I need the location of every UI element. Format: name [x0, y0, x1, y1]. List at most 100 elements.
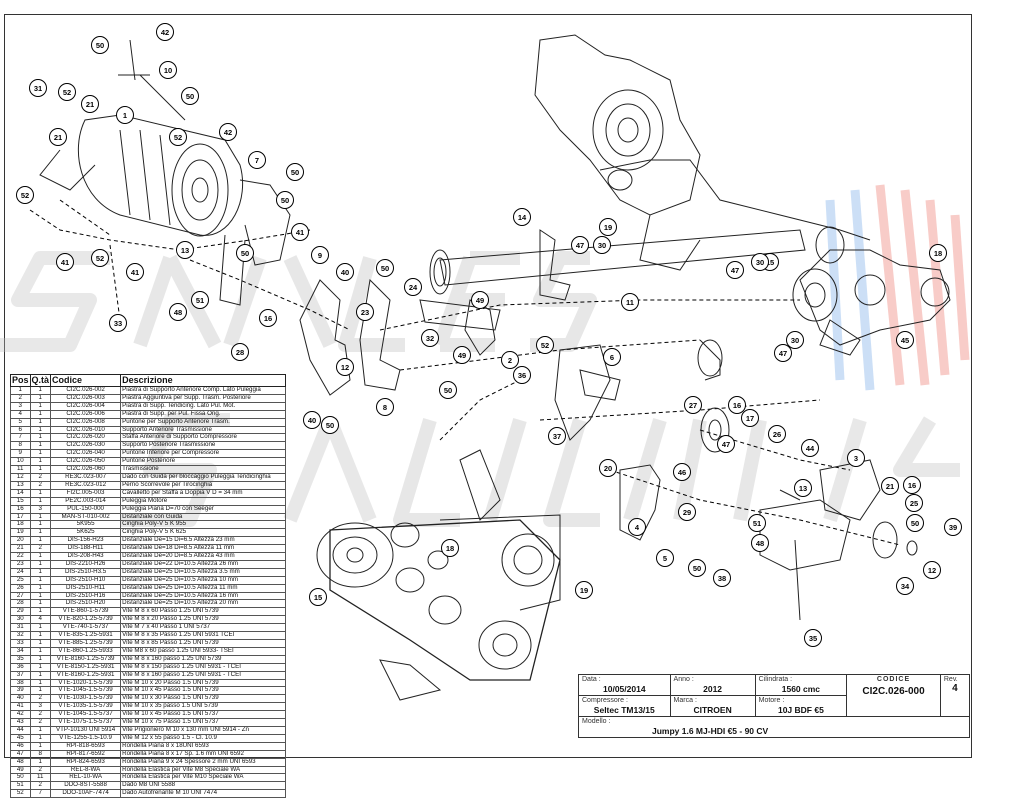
- row-qty: 1: [29, 449, 52, 459]
- callout-circle: [441, 539, 459, 557]
- callout-number: 39: [949, 523, 957, 532]
- row-descrizione: Rondella Elastica per Vite M8 Speciale W…: [120, 765, 286, 775]
- callout-circle: [303, 411, 321, 429]
- callout-number: 51: [753, 519, 761, 528]
- row-qty: 1: [29, 457, 52, 467]
- row-pos: 50: [10, 773, 31, 783]
- motore-label: Motore :: [758, 697, 785, 704]
- row-descrizione: Vite M 7 x 40 Passo 1 UNI 5737: [120, 623, 286, 633]
- row-descrizione: Vite M 8 x 160 passo 1.25 UNI 5931 - TCE…: [120, 670, 286, 680]
- callout-number: 16: [264, 314, 272, 323]
- row-qty: 1: [29, 607, 52, 617]
- part-callout-50: 50: [321, 416, 339, 434]
- callout-circle: [471, 291, 489, 309]
- part-callout-37: 37: [548, 427, 566, 445]
- part-callout-27: 27: [684, 396, 702, 414]
- row-codice: VTE-1255-1.5-10.9: [50, 733, 122, 743]
- row-qty: 11: [29, 773, 52, 783]
- row-qty: 8: [29, 749, 52, 759]
- callout-number: 15: [314, 593, 322, 602]
- callout-circle: [684, 396, 702, 414]
- row-pos: 52: [10, 789, 31, 798]
- part-callout-40: 40: [336, 263, 354, 281]
- part-callout-29: 29: [678, 503, 696, 521]
- part-callout-12: 12: [923, 561, 941, 579]
- row-qty: 1: [29, 425, 52, 435]
- callout-circle: [768, 425, 786, 443]
- part-callout-41: 41: [56, 253, 74, 271]
- row-pos: 30: [10, 615, 31, 625]
- callout-circle: [453, 346, 471, 364]
- row-qty: 1: [29, 654, 52, 664]
- part-callout-1: 1: [116, 106, 134, 124]
- callout-number: 26: [773, 430, 781, 439]
- row-qty: 1: [29, 512, 52, 522]
- callout-circle: [575, 581, 593, 599]
- callout-circle: [376, 398, 394, 416]
- callout-number: 14: [518, 213, 527, 222]
- callout-circle: [678, 503, 696, 521]
- part-callout-42: 42: [156, 23, 174, 41]
- callout-circle: [673, 463, 691, 481]
- callout-number: 50: [186, 92, 194, 101]
- row-codice: RPI-818-6593: [50, 741, 122, 751]
- row-codice: DDO-8ST-5588: [50, 781, 122, 791]
- callout-number: 40: [308, 416, 316, 425]
- row-qty: 1: [29, 528, 52, 538]
- callout-circle: [741, 409, 759, 427]
- callout-number: 11: [626, 298, 634, 307]
- row-pos: 32: [10, 631, 31, 640]
- callout-circle: [116, 106, 134, 124]
- callout-circle: [376, 259, 394, 277]
- part-callout-40: 40: [303, 411, 321, 429]
- part-callout-47: 47: [571, 236, 589, 254]
- callout-number: 36: [518, 371, 526, 380]
- row-descrizione: Vite M8 x 60 passo 1.25 UNI 5933- TSEI: [120, 646, 286, 656]
- row-pos: 31: [10, 623, 31, 633]
- part-callout-16: 16: [259, 309, 277, 327]
- part-callout-26: 26: [768, 425, 786, 443]
- marca-value: CITROEN: [693, 705, 732, 715]
- row-qty: 2: [29, 480, 52, 490]
- drawing-sheet: { "callouts": [ {"n":"50"},{"n":"42"},{"…: [0, 14, 972, 798]
- callout-circle: [321, 416, 339, 434]
- exploded-diagram: 5042103152211504252217505250414113505241…: [16, 23, 962, 701]
- callout-number: 16: [908, 481, 916, 490]
- callout-number: 50: [693, 564, 701, 573]
- row-pos: 27: [10, 591, 31, 601]
- callout-number: 21: [886, 482, 894, 491]
- callout-number: 17: [746, 414, 754, 423]
- row-codice: CI2C.026-006: [50, 409, 122, 419]
- callout-number: 51: [196, 296, 204, 305]
- row-qty: 2: [29, 781, 52, 791]
- callout-circle: [536, 336, 554, 354]
- callout-circle: [276, 191, 294, 209]
- row-codice: VTE-860-1.25-5933: [50, 646, 122, 656]
- row-pos: 22: [10, 552, 31, 561]
- row-pos: 47: [10, 749, 31, 759]
- callout-circle: [219, 123, 237, 141]
- row-pos: 14: [10, 488, 31, 498]
- row-pos: 39: [10, 686, 31, 696]
- row-pos: 21: [10, 544, 31, 554]
- part-callout-45: 45: [896, 331, 914, 349]
- row-descrizione: Puntone per Supporto Anteriore Trasm.: [120, 417, 286, 427]
- callout-circle: [688, 559, 706, 577]
- motore-value: 10J BDF €5: [777, 705, 824, 715]
- data-value: 10/05/2014: [603, 684, 646, 694]
- row-pos: 11: [10, 465, 31, 474]
- row-codice: DIS-2510-H20: [50, 599, 122, 609]
- row-descrizione: Distanziale con Guida: [120, 512, 286, 522]
- callout-number: 52: [21, 191, 29, 200]
- callout-number: 30: [791, 336, 799, 345]
- row-pos: 4: [10, 409, 31, 419]
